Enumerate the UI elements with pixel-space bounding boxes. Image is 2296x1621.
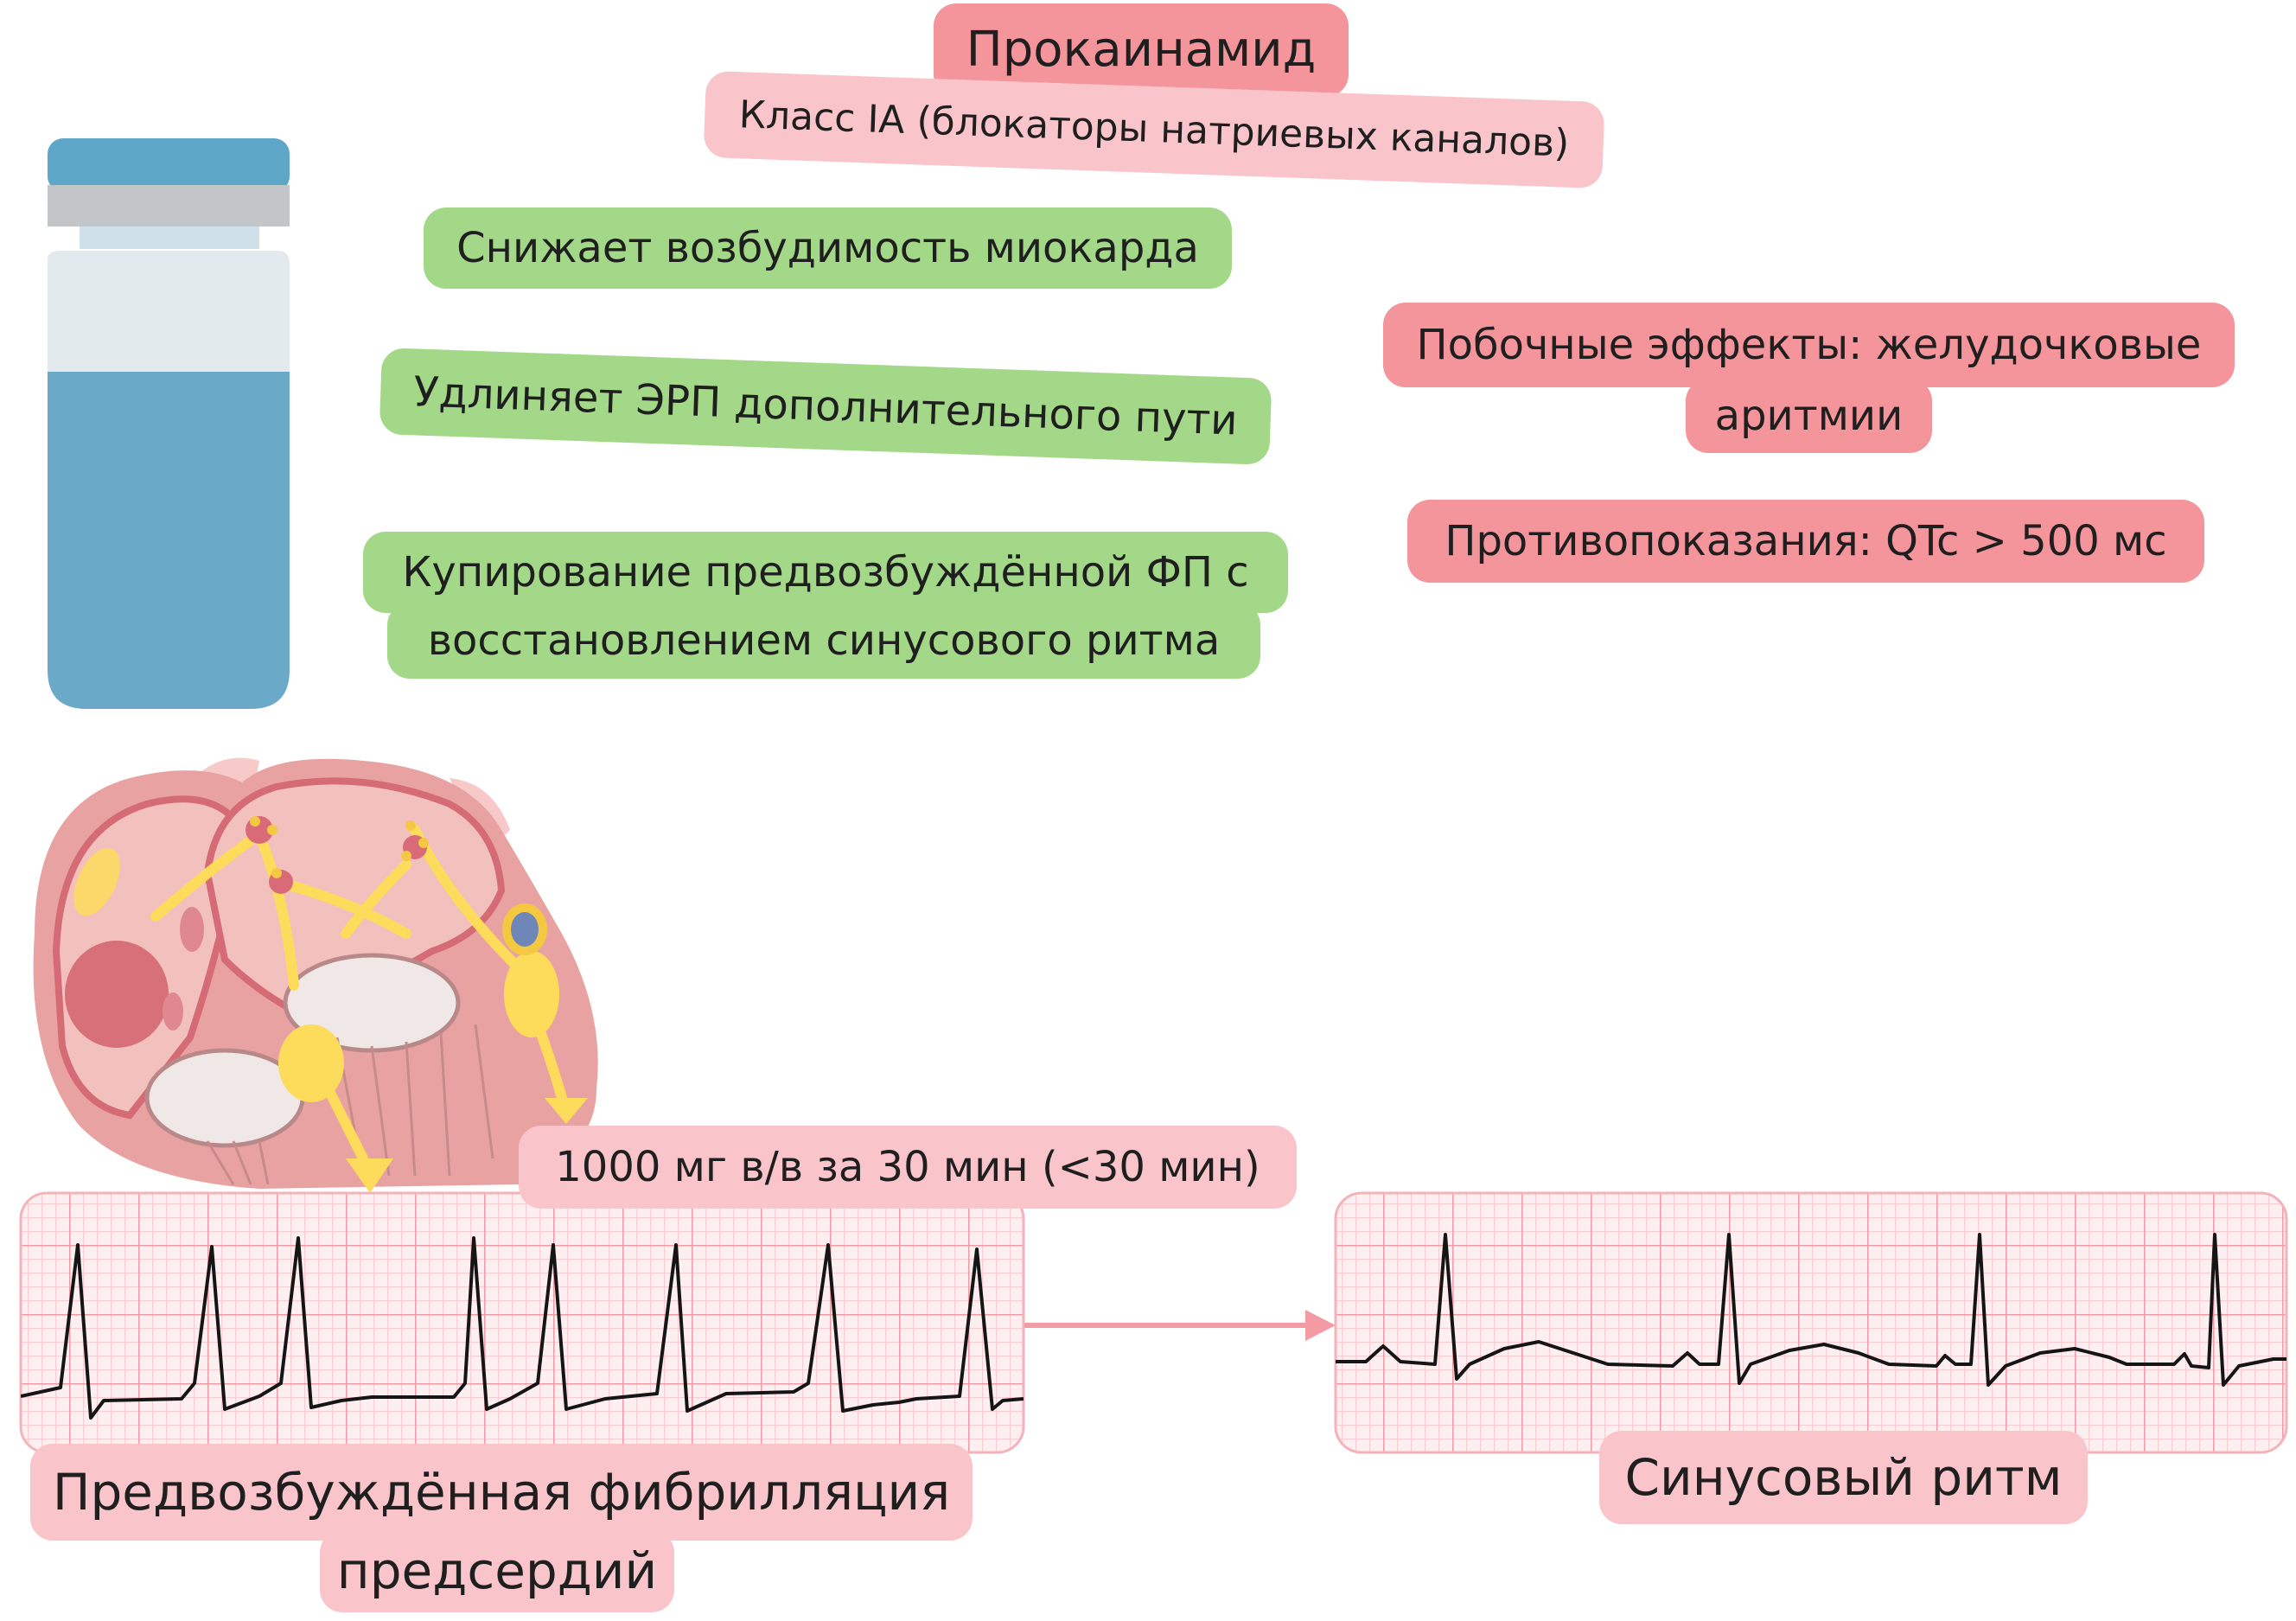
ecg-left-label: Предвозбуждённая фибрилляция предсердий <box>30 1444 973 1612</box>
ecg-right-label: Синусовый ритм <box>1599 1431 2088 1524</box>
dose-text: 1000 мг в/в за 30 мин (<30 мин) <box>555 1142 1260 1191</box>
side-effects-line2: аритмии <box>1686 379 1932 453</box>
ecg-left-label-line1-text: Предвозбуждённая фибрилляция <box>52 1462 951 1522</box>
side-effects-line1-text: Побочные эффекты: желудочковые <box>1416 320 2202 369</box>
dose-label: 1000 мг в/в за 30 мин (<30 мин) <box>519 1126 1297 1209</box>
transition-arrow <box>1024 1310 1336 1341</box>
drug-class-text: Класс IA (блокаторы натриевых каналов) <box>737 93 1571 167</box>
effect-cardioversion-line1-text: Купирование предвозбуждённой ФП с <box>402 547 1249 597</box>
ecg-strip-right <box>1334 1191 2288 1454</box>
effect-cardioversion-line2: восстановлением синусового ритма <box>387 603 1260 679</box>
contraindications-text: Противопоказания: QTc > 500 мс <box>1445 516 2167 565</box>
contraindications-label: Противопоказания: QTc > 500 мс <box>1407 500 2204 583</box>
vial-icon <box>48 138 290 709</box>
effect-erp-text: Удлиняет ЭРП дополнительного пути <box>412 367 1239 445</box>
ecg-left-label-line1: Предвозбуждённая фибрилляция <box>30 1444 973 1541</box>
side-effects-label: Побочные эффекты: желудочковые аритмии <box>1383 303 2235 454</box>
effect-excitability-text: Снижает возбудимость миокарда <box>456 223 1199 272</box>
drug-name-text: Прокаинамид <box>966 22 1317 79</box>
effect-cardioversion-line1: Купирование предвозбуждённой ФП с <box>363 532 1288 613</box>
effect-cardioversion-label: Купирование предвозбуждённой ФП с восста… <box>363 532 1288 679</box>
ecg-right-label-text: Синусовый ритм <box>1624 1447 2063 1507</box>
side-effects-line2-text: аритмии <box>1714 391 1904 440</box>
ecg-strip-left <box>19 1191 1025 1454</box>
effect-cardioversion-line2-text: восстановлением синусового ритма <box>427 616 1221 665</box>
effect-excitability-label: Снижает возбудимость миокарда <box>424 207 1232 289</box>
ecg-left-label-line2: предсердий <box>320 1530 674 1612</box>
ecg-left-label-line2-text: предсердий <box>336 1541 658 1601</box>
heart-conduction-illustration <box>33 757 598 1193</box>
side-effects-line1: Побочные эффекты: желудочковые <box>1383 303 2235 387</box>
drug-name-label: Прокаинамид <box>934 3 1349 97</box>
